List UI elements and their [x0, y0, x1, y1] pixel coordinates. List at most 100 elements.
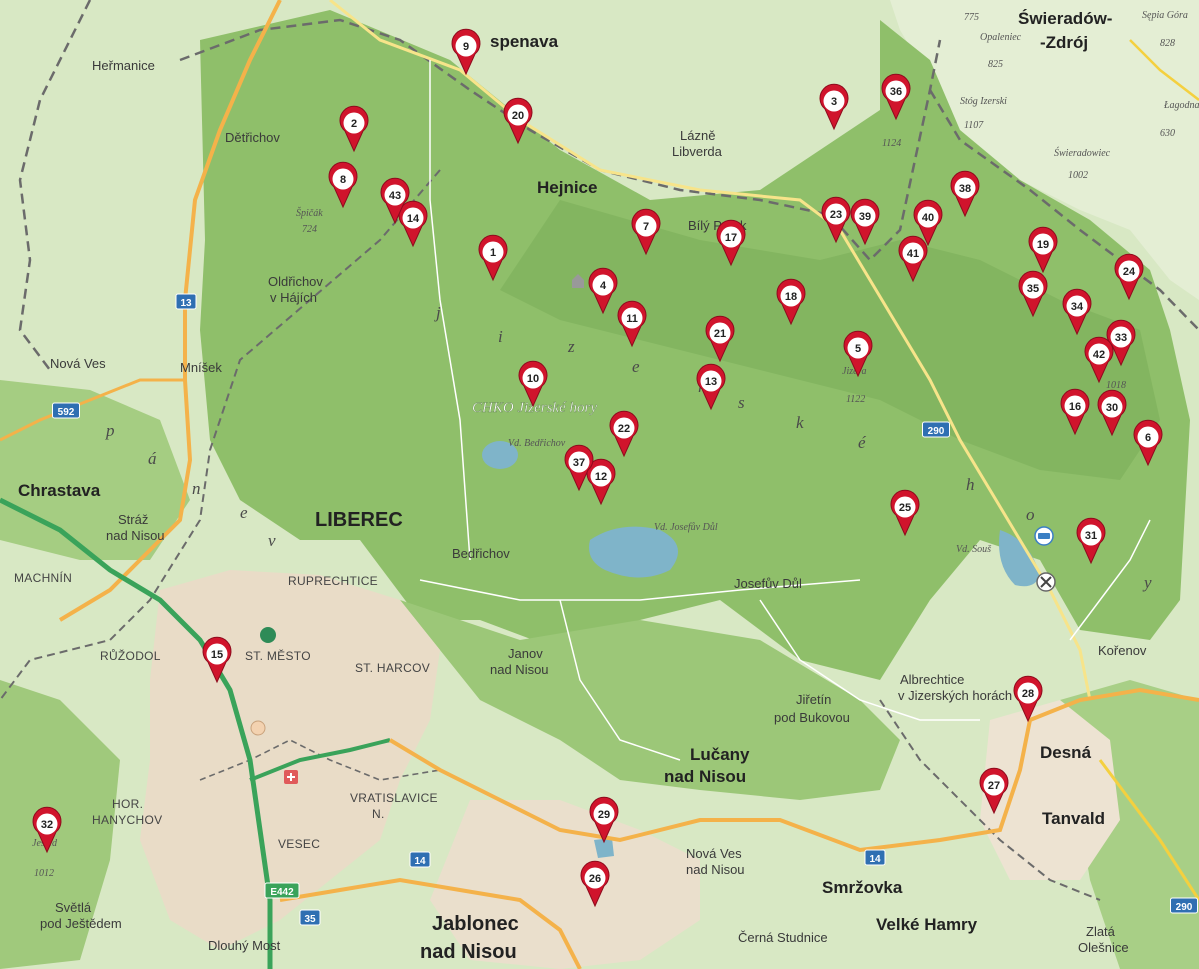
marker-number-label: 34	[1071, 301, 1084, 313]
place-label-oldrichov1: Oldřichov	[268, 274, 323, 289]
map-marker-13[interactable]: 13	[696, 363, 726, 411]
map-marker-6[interactable]: 6	[1133, 419, 1163, 467]
map-marker-36[interactable]: 36	[881, 73, 911, 121]
restaurant-icon	[1036, 572, 1056, 592]
peak-label-swier_h: 1002	[1068, 170, 1088, 181]
map-marker-7[interactable]: 7	[631, 208, 661, 256]
place-label-velkehamry: Velké Hamry	[876, 915, 978, 934]
map-marker-8[interactable]: 8	[328, 161, 358, 209]
peak-label-opalenec_h: 825	[988, 59, 1003, 70]
peak-label-stog: Stóg Izerski	[960, 96, 1007, 107]
map-marker-23[interactable]: 23	[821, 196, 851, 244]
map-marker-21[interactable]: 21	[705, 315, 735, 363]
road-local-6	[1129, 39, 1199, 101]
map-marker-43[interactable]: 43	[380, 177, 410, 225]
marker-badge	[720, 226, 742, 248]
place-label-zlata1: Zlatá	[1086, 924, 1116, 939]
map-marker-27[interactable]: 27	[979, 767, 1009, 815]
peak-label-spicak_h: 724	[302, 224, 317, 235]
map-marker-24[interactable]: 24	[1114, 253, 1144, 301]
map-marker-35[interactable]: 35	[1018, 270, 1048, 318]
peak-label-smrk_h: 1124	[882, 138, 901, 149]
sport-icon	[1034, 526, 1054, 546]
map-marker-40[interactable]: 40	[913, 199, 943, 247]
peak-label-t775: 775	[964, 12, 979, 23]
map-marker-15[interactable]: 15	[202, 636, 232, 684]
map-marker-5[interactable]: 5	[843, 330, 873, 378]
range-name-letter: z	[567, 337, 575, 356]
place-label-swieradow2: -Zdrój	[1040, 33, 1088, 52]
marker-badge	[917, 206, 939, 228]
map-marker-28[interactable]: 28	[1013, 675, 1043, 723]
marker-number-label: 16	[1069, 401, 1081, 413]
place-label-dlouhymost: Dlouhý Most	[208, 938, 281, 953]
place-label-vesec: VESEC	[278, 837, 320, 851]
map-marker-2[interactable]: 2	[339, 105, 369, 153]
place-label-hermanice: Heřmanice	[92, 58, 155, 73]
map-marker-18[interactable]: 18	[776, 278, 806, 326]
road-592	[0, 378, 185, 442]
map-marker-14[interactable]: 14	[398, 200, 428, 248]
range-name-letter: j	[434, 303, 441, 322]
map-marker-34[interactable]: 34	[1062, 288, 1092, 336]
map-marker-3[interactable]: 3	[819, 83, 849, 131]
marker-number-label: 8	[340, 174, 346, 186]
map-marker-12[interactable]: 12	[586, 458, 616, 506]
peak-label-t1018: 1018	[1106, 380, 1126, 391]
map-marker-30[interactable]: 30	[1097, 389, 1127, 437]
map-marker-29[interactable]: 29	[589, 796, 619, 844]
marker-number-label: 13	[705, 376, 717, 388]
road-number-label: 290	[1176, 902, 1193, 913]
forest-south	[400, 600, 900, 800]
place-label-jiretin1: Jiřetín	[796, 692, 831, 707]
map-marker-39[interactable]: 39	[850, 198, 880, 246]
map-marker-37[interactable]: 37	[564, 444, 594, 492]
peak-label-jizera_h: 1122	[846, 394, 865, 405]
road-north	[329, 0, 1092, 701]
map-marker-11[interactable]: 11	[617, 300, 647, 348]
marker-badge	[894, 496, 916, 518]
road-number-label: 290	[928, 426, 945, 437]
place-label-vratislavice1: VRATISLAVICE	[350, 791, 438, 805]
map-marker-16[interactable]: 16	[1060, 388, 1090, 436]
map-marker-17[interactable]: 17	[716, 219, 746, 267]
marker-badge	[983, 774, 1005, 796]
map-marker-1[interactable]: 1	[478, 234, 508, 282]
protected-area-label: CHKO Jizerské hory	[472, 400, 597, 416]
marker-badge	[1088, 343, 1110, 365]
map-marker-4[interactable]: 4	[588, 267, 618, 315]
map-marker-25[interactable]: 25	[890, 489, 920, 537]
map-marker-38[interactable]: 38	[950, 170, 980, 218]
marker-number-label: 37	[573, 457, 585, 469]
marker-badge	[1064, 395, 1086, 417]
lake-label-josefuv-lake: Vd. Josefův Důl	[654, 522, 718, 533]
map-marker-42[interactable]: 42	[1084, 336, 1114, 384]
marker-badge	[854, 205, 876, 227]
marker-badge	[482, 241, 504, 263]
map-marker-32[interactable]: 32	[32, 806, 62, 854]
marker-number-label: 40	[922, 212, 934, 224]
hospital-icon	[284, 770, 298, 784]
map-marker-33[interactable]: 33	[1106, 319, 1136, 367]
place-label-novaves2a: Nová Ves	[686, 846, 742, 861]
map-marker-20[interactable]: 20	[503, 97, 533, 145]
range-name-letter: o	[1026, 505, 1035, 524]
road-number-label: 592	[58, 407, 75, 418]
map-marker-22[interactable]: 22	[609, 410, 639, 458]
marker-badge	[455, 35, 477, 57]
map-marker-26[interactable]: 26	[580, 860, 610, 908]
range-name-letter: e	[632, 357, 640, 376]
marker-badge	[332, 168, 354, 190]
map-marker-9[interactable]: 9	[451, 28, 481, 76]
road-number-label: 35	[304, 914, 316, 925]
map-marker-10[interactable]: 10	[518, 360, 548, 408]
map-marker-19[interactable]: 19	[1028, 226, 1058, 274]
marker-number-label: 14	[407, 213, 420, 225]
map-marker-31[interactable]: 31	[1076, 517, 1106, 565]
road-local-3	[559, 599, 681, 761]
road-shield-r290a: 290	[922, 421, 950, 438]
marker-badge	[1110, 326, 1132, 348]
map-marker-41[interactable]: 41	[898, 235, 928, 283]
marker-badge	[1032, 233, 1054, 255]
